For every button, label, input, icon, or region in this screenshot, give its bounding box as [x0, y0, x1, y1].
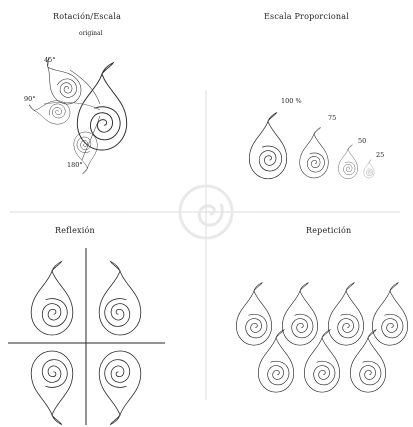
repetition-title: Repetición [306, 226, 352, 235]
scale-title: Escala Proporcional [264, 12, 349, 21]
scale-panel [248, 112, 375, 180]
rotation-subtitle: original [79, 30, 103, 37]
scale-75-teardrop [299, 127, 329, 179]
repeat-row1-1 [235, 282, 273, 346]
scale-25-teardrop [363, 159, 375, 179]
rotated-45-teardrop [32, 52, 88, 111]
scale-75-label: 75 [328, 114, 337, 122]
background-watermark [10, 90, 400, 400]
rotation-title: Rotación/Escala [53, 12, 122, 21]
reflection-bottom-left [30, 350, 74, 426]
repeat-row1-4 [371, 282, 409, 346]
repeat-row2-1 [257, 329, 295, 393]
repeat-row2-2 [303, 329, 341, 393]
reflection-bottom-right [98, 350, 142, 426]
reflection-top-left [30, 260, 74, 336]
reflection-top-right [98, 260, 142, 336]
rotation-guides [43, 69, 101, 161]
reflection-panel [8, 248, 165, 426]
repetition-panel [235, 282, 409, 393]
rotation-panel [27, 52, 128, 175]
angle-45-label: 45° [44, 56, 56, 64]
scale-100-teardrop [248, 112, 288, 180]
repeat-row1-2 [281, 282, 319, 346]
repeat-row1-3 [327, 282, 365, 346]
scale-50-label: 50 [358, 137, 367, 145]
scale-100-label: 100 % [281, 97, 302, 105]
angle-90-label: 90° [24, 95, 36, 103]
reflection-title: Reflexión [55, 226, 95, 235]
repeat-row2-3 [349, 329, 387, 393]
scale-50-teardrop [338, 144, 358, 179]
scale-25-label: 25 [376, 151, 385, 159]
angle-180-label: 180° [67, 161, 83, 169]
